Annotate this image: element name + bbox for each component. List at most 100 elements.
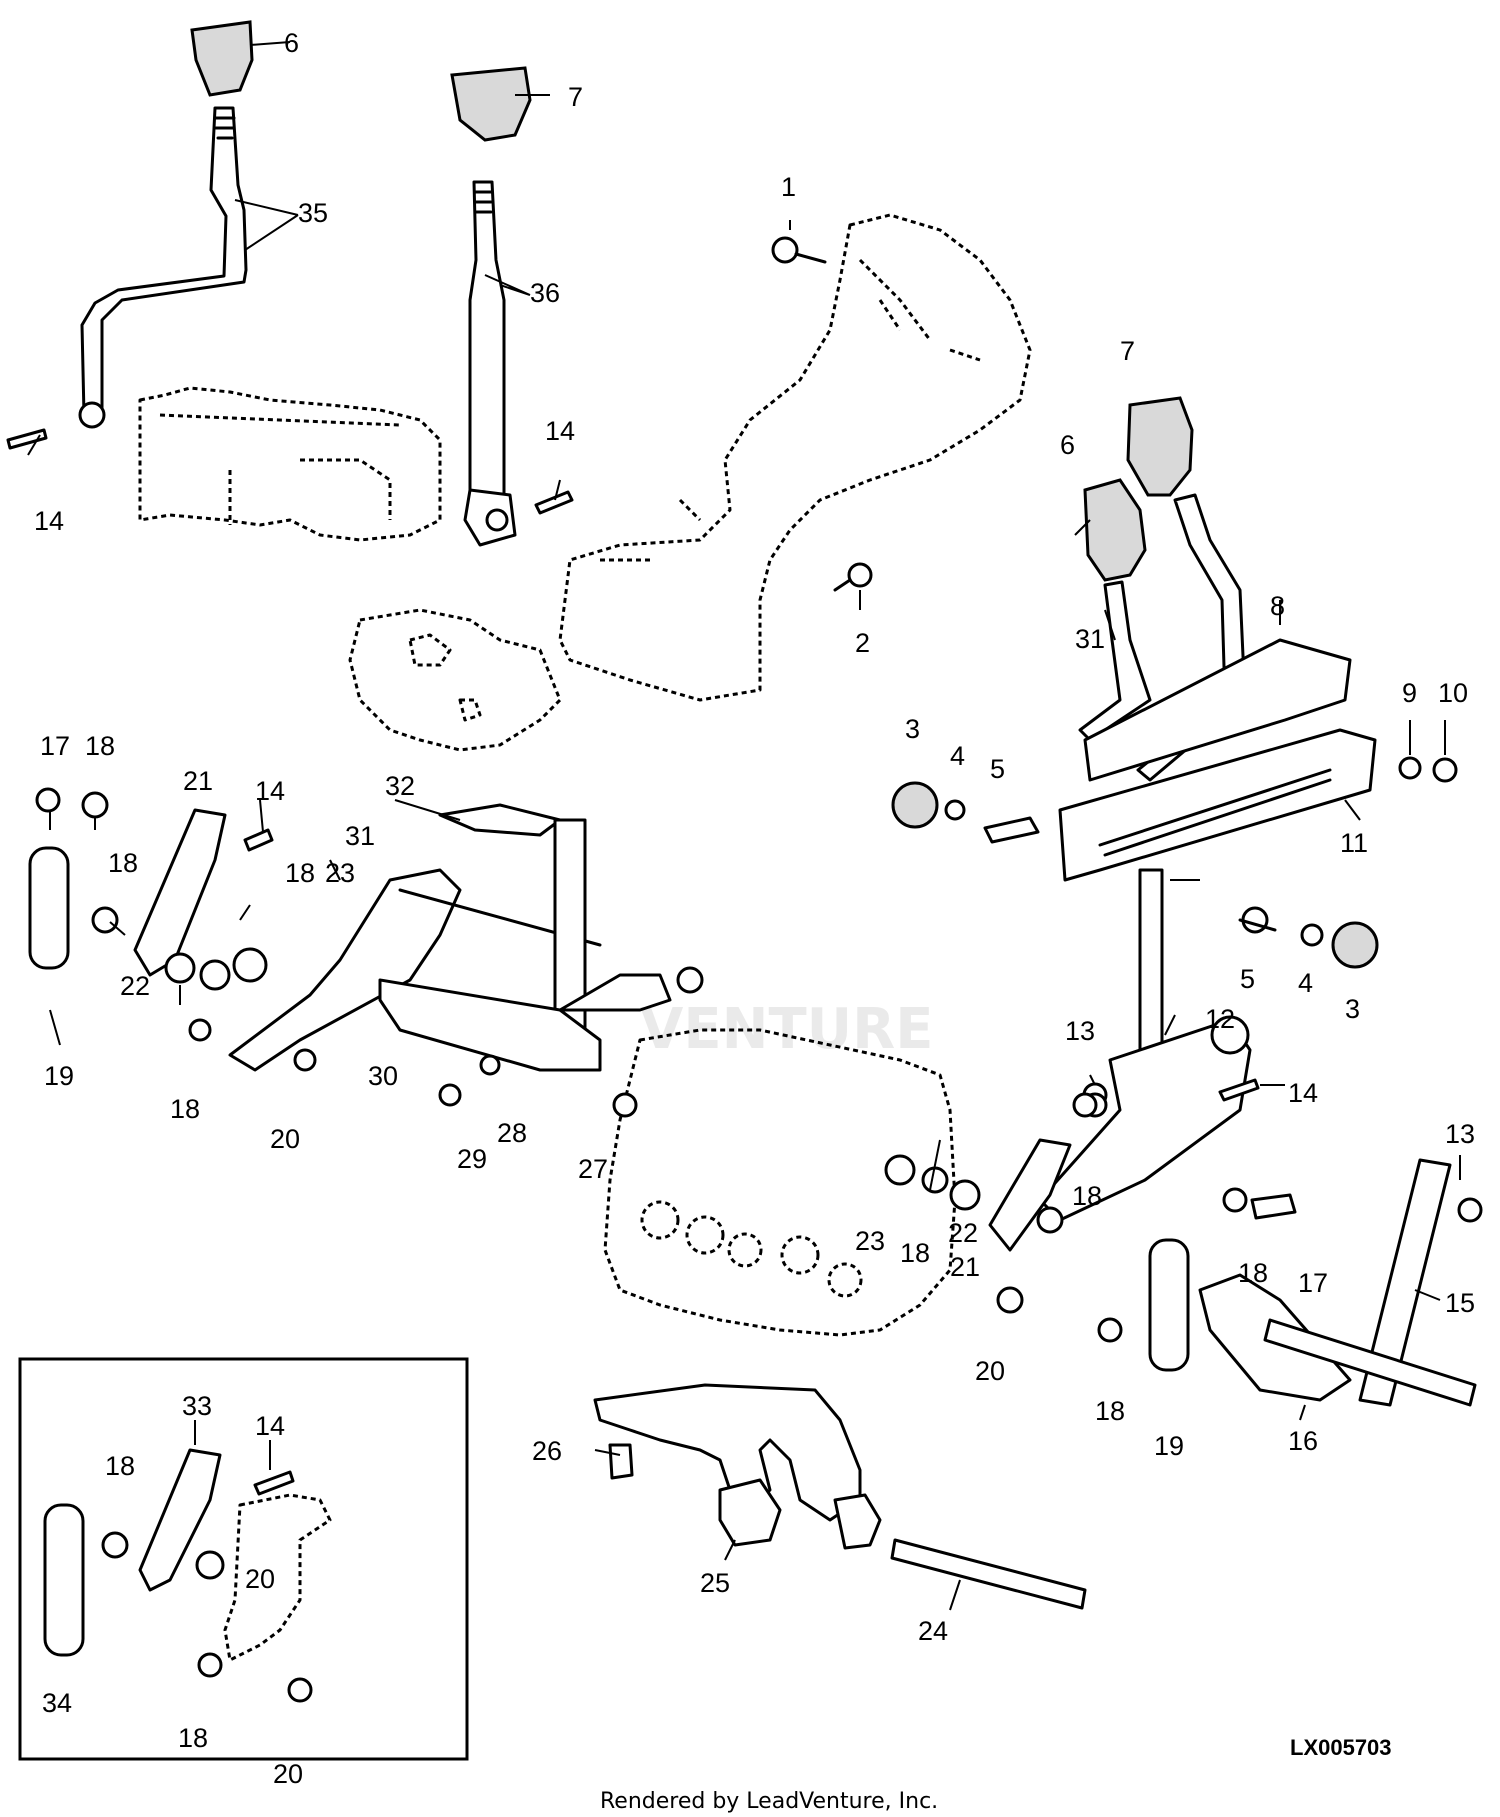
callout-21-right: 21 <box>950 1252 980 1282</box>
callout-14-right: 14 <box>1288 1078 1318 1108</box>
bolt-16 <box>1263 1318 1477 1407</box>
callout-1: 1 <box>781 172 796 202</box>
knob-3-lower <box>1331 921 1379 969</box>
callout-18-left-b: 18 <box>108 848 138 878</box>
plate-32 <box>438 803 562 837</box>
link-19-left <box>28 846 70 970</box>
callout-4-upper: 4 <box>950 741 965 771</box>
callout-18-left-d: 18 <box>170 1094 200 1124</box>
callout-18-right-c: 18 <box>1095 1396 1125 1426</box>
callout-2: 2 <box>855 628 870 658</box>
link-21-left <box>133 808 227 977</box>
pin-14-inset <box>253 1470 295 1496</box>
callout-18-mid: 18 <box>900 1238 930 1268</box>
callout-14-inset: 14 <box>255 1411 285 1441</box>
callout-23-left: 23 <box>325 858 355 888</box>
callout-15: 15 <box>1445 1288 1475 1318</box>
callout-27: 27 <box>578 1154 608 1184</box>
callout-13-mid: 13 <box>1065 1016 1095 1046</box>
link-21-right <box>988 1138 1072 1252</box>
callout-3-upper: 3 <box>905 714 920 744</box>
callout-17-left: 17 <box>40 731 70 761</box>
bracket-lower <box>593 1383 1087 1610</box>
callout-19-left: 19 <box>44 1061 74 1091</box>
callout-35: 35 <box>298 198 328 228</box>
pin-14-right <box>1218 1078 1260 1102</box>
callout-6-top: 6 <box>284 28 299 58</box>
callout-18-right-b: 18 <box>1238 1258 1268 1288</box>
knob-7-top <box>450 66 532 142</box>
callout-18-right-a: 18 <box>1072 1181 1102 1211</box>
bolt-1 <box>771 236 827 264</box>
pin-14-upper <box>534 490 574 515</box>
callout-12: 12 <box>1205 1004 1235 1034</box>
shift-lever-35 <box>6 20 254 450</box>
callout-31-mid: 31 <box>345 821 375 851</box>
callout-20-right: 20 <box>975 1356 1005 1386</box>
callout-19-right: 19 <box>1154 1431 1184 1461</box>
bolt-24 <box>890 1538 1087 1610</box>
link-33 <box>138 1448 222 1592</box>
link-34 <box>43 1503 85 1657</box>
callout-20-inset-b: 20 <box>273 1759 303 1789</box>
knob-3-upper <box>891 781 939 829</box>
lever-31-mid <box>228 868 462 1072</box>
callout-13-right: 13 <box>1445 1119 1475 1149</box>
callout-3-lower: 3 <box>1345 994 1360 1024</box>
callout-10: 10 <box>1438 678 1468 708</box>
pin-14-mid <box>243 828 274 852</box>
callout-25: 25 <box>700 1568 730 1598</box>
callout-18-left-c: 18 <box>285 858 315 888</box>
callout-9: 9 <box>1402 678 1417 708</box>
callout-21-left: 21 <box>183 766 213 796</box>
credit-line: Rendered by LeadVenture, Inc. <box>600 1789 938 1814</box>
bolt-2 <box>833 562 873 592</box>
callout-11: 11 <box>1340 828 1368 858</box>
leader-lines <box>27 41 1461 1611</box>
callout-28: 28 <box>497 1118 527 1148</box>
knob-6-right <box>1083 478 1147 582</box>
callout-7-top: 7 <box>568 82 583 112</box>
callout-32: 32 <box>385 771 415 801</box>
bracket-8 <box>1083 638 1352 782</box>
callout-29: 29 <box>457 1144 487 1174</box>
callout-5-upper: 5 <box>990 754 1005 784</box>
bushing-right <box>833 1493 882 1550</box>
callout-16: 16 <box>1288 1426 1318 1456</box>
callout-labels: 6 7 1 35 36 14 14 2 7 6 31 8 9 10 3 4 5 … <box>34 28 1475 1789</box>
bracket-30 <box>378 978 602 1072</box>
shift-lever-36 <box>450 66 574 547</box>
callout-18-inset-b: 18 <box>178 1723 208 1753</box>
drawing-code: LX005703 <box>1290 1735 1392 1760</box>
callout-33: 33 <box>182 1391 212 1421</box>
callout-22-right: 22 <box>948 1218 978 1248</box>
callout-14-topleft: 14 <box>34 506 64 536</box>
callout-18-left-a: 18 <box>85 731 115 761</box>
callout-14-mid: 14 <box>255 776 285 806</box>
knob-6-top <box>190 20 254 97</box>
callout-23-right: 23 <box>855 1226 885 1256</box>
callout-20-left: 20 <box>270 1124 300 1154</box>
callout-36: 36 <box>530 278 560 308</box>
frame-housing-outline <box>138 213 1032 1662</box>
callout-26: 26 <box>532 1436 562 1466</box>
inset-detail <box>18 1357 469 1761</box>
link-15 <box>1358 1158 1452 1407</box>
callout-4-lower: 4 <box>1298 968 1313 998</box>
bolt-5-upper <box>983 816 1040 844</box>
lever-assembly-right <box>891 396 1458 1222</box>
callout-8: 8 <box>1270 591 1285 621</box>
callout-30: 30 <box>368 1061 398 1091</box>
callout-31-right: 31 <box>1075 624 1105 654</box>
callout-17-right: 17 <box>1298 1268 1328 1298</box>
knob-7-right <box>1126 396 1194 497</box>
pin-14-left <box>6 428 48 450</box>
callout-34: 34 <box>42 1688 72 1718</box>
callout-18-inset-a: 18 <box>105 1451 135 1481</box>
watermark: VENTURE <box>640 997 934 1062</box>
callout-5-lower: 5 <box>1240 964 1255 994</box>
callout-7-right: 7 <box>1120 336 1135 366</box>
bolt-26 <box>608 1443 634 1480</box>
callout-6-right: 6 <box>1060 430 1075 460</box>
